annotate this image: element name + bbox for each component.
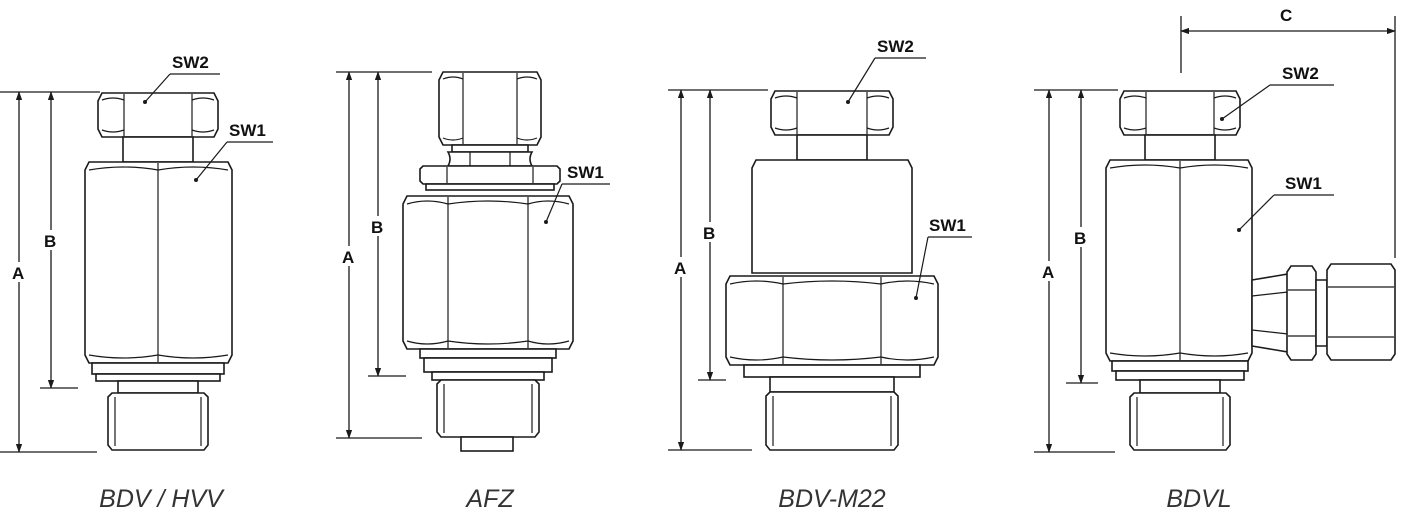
neck [796,134,868,161]
leaders [544,183,610,224]
label-sw1: SW1 [1285,174,1322,193]
dimension-lines [0,91,100,453]
pilot [460,436,514,452]
relief [1139,379,1221,394]
relief [117,380,199,394]
thread [765,391,899,451]
dim-label-b: B [703,224,715,243]
nut-sw2 [97,92,219,138]
neck [122,136,194,163]
dim-label-b: B [371,218,383,237]
dim-label-a: A [12,264,24,283]
fitting-bdv-hvv: A B SW2 SW1 BDV / HVV [0,53,273,513]
caption-bdvl: BDVL [1166,485,1231,513]
dim-label-b: B [1074,229,1086,248]
ferrule [446,144,534,167]
side-port [1251,263,1396,361]
label-sw2: SW2 [172,53,209,72]
nut-sw2 [438,71,542,146]
collar [419,348,557,359]
body-sw1 [725,275,939,366]
relief [769,376,895,393]
fitting-bdvl: A B C SW2 SW1 BDVL [1034,6,1396,513]
label-sw1: SW1 [229,121,266,140]
label-sw1: SW1 [929,216,966,235]
fitting-afz: A B SW1 AFZ [336,71,610,513]
dimension-lines [336,71,432,439]
lock-nut [419,165,561,191]
body-sw1 [402,195,574,350]
dim-label-a: A [342,248,354,267]
body-sw1 [84,161,233,364]
thread [436,379,540,438]
dimension-lines [668,89,768,451]
upper-body [751,159,913,274]
dim-label-a: A [1042,263,1054,282]
label-sw2: SW2 [1282,64,1319,83]
dimension-lines [1034,16,1396,453]
fitting-bdv-m22: A B SW2 SW1 BDV-M22 [668,37,972,513]
neck [1144,134,1216,161]
relief [431,371,545,381]
collar-2 [1115,370,1245,381]
dim-label-b: B [44,232,56,251]
collar-2 [95,373,221,382]
collar [1111,360,1249,372]
thread [1129,392,1231,451]
caption-bdv-hvv: BDV / HVV [99,485,225,513]
collar-2 [423,357,553,373]
label-sw2: SW2 [877,37,914,56]
caption-bdv-m22: BDV-M22 [778,485,886,513]
dim-label-a: A [674,259,686,278]
nut-sw2 [1119,90,1241,136]
nut-sw2 [770,90,894,136]
caption-afz: AFZ [464,485,514,513]
collar [91,362,225,375]
collar [743,364,921,378]
leaders [1220,84,1334,232]
leaders [846,57,972,300]
dim-label-c: C [1280,6,1292,25]
body-sw1 [1105,159,1253,362]
thread [107,392,209,451]
label-sw1: SW1 [567,163,604,182]
leaders [143,73,273,182]
